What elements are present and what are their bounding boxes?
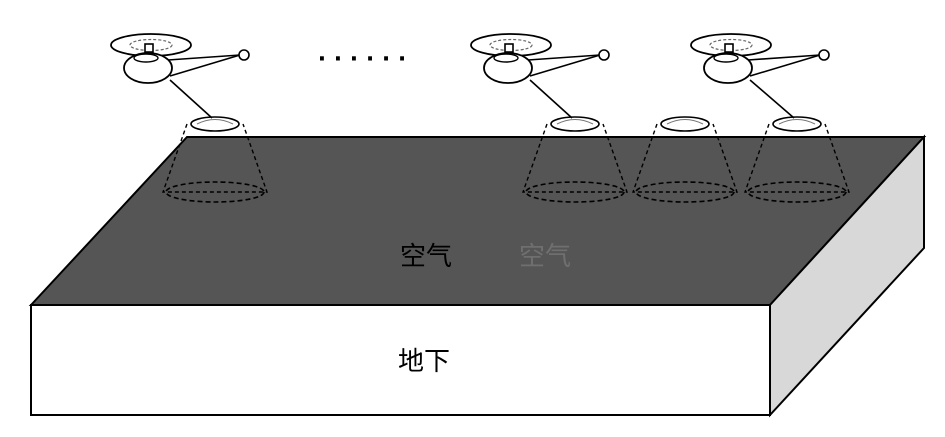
surface-label: 空气 [400, 242, 452, 272]
helicopter-icon [690, 33, 830, 84]
ground-block [28, 134, 927, 418]
surface-top [28, 136, 927, 306]
tow-cable [529, 79, 573, 119]
ellipsis-dots: · · · · · · [318, 47, 406, 72]
front-face [30, 304, 771, 416]
helicopter-icon [110, 33, 250, 84]
tow-cable [169, 79, 213, 119]
underground-label: 地下 [398, 347, 450, 377]
surface-ghost-label: 空气 [519, 242, 571, 272]
helicopter-icon [470, 33, 610, 84]
tow-cable [749, 79, 795, 119]
